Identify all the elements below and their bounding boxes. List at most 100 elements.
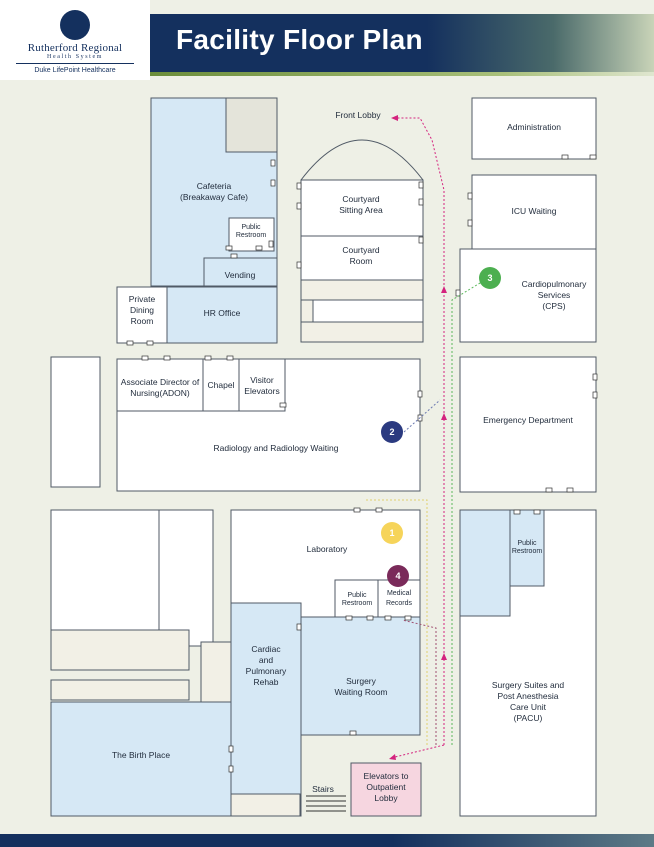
door: [467, 219, 473, 227]
room-label-public-restroom-lab: Public: [347, 592, 367, 599]
private-dining-room: [116, 286, 168, 344]
room-label-elevators-outpatient: Elevators to: [364, 771, 409, 781]
public-restroom-surgery-room: [509, 509, 545, 587]
room-label-public-restroom-lab: Restroom: [342, 600, 373, 607]
vending-room: [203, 257, 278, 287]
front-lobby-arc: [300, 139, 424, 181]
room-label-private-dining: Dining: [130, 305, 154, 315]
door: [255, 245, 263, 251]
west-strip-3: [200, 641, 232, 703]
room-label-cardiopulmonary: Cardiopulmonary: [522, 279, 587, 289]
cafeteria-kitchen: [225, 97, 278, 153]
route-to-front-lobby: [398, 117, 445, 745]
logo-line-2: Health System: [47, 54, 103, 60]
door: [230, 253, 238, 259]
room-label-visitor-elevators: Elevators: [244, 386, 279, 396]
door: [163, 355, 171, 361]
door: [296, 623, 302, 631]
room-label-elevators-outpatient: Lobby: [374, 793, 398, 803]
door: [225, 245, 233, 251]
room-label-radiology: Radiology and Radiology Waiting: [214, 443, 339, 453]
page-title: Facility Floor Plan: [176, 24, 423, 55]
arrow-head-icon: [441, 653, 447, 660]
door: [141, 355, 149, 361]
arrow-head-icon: [391, 115, 398, 121]
route-marker-1: [365, 499, 428, 745]
west-corridor-block: [50, 356, 101, 488]
door: [296, 261, 302, 269]
icu-waiting-room: [471, 174, 597, 250]
courtyard-strip-2: [300, 299, 314, 323]
logo-line-3: Duke LifePoint Healthcare: [34, 67, 116, 74]
room-label-emergency: Emergency Department: [483, 415, 573, 425]
administration-room: [471, 97, 597, 160]
marker-1-label: 1: [389, 528, 394, 538]
marker-3-label: 3: [487, 273, 492, 283]
room-label-hr-office: HR Office: [204, 308, 241, 318]
marker-4-circle[interactable]: [387, 565, 409, 587]
room-label-surgery-suites: Surgery Suites and: [492, 680, 565, 690]
door: [404, 615, 412, 621]
marker-1-circle[interactable]: [381, 522, 403, 544]
door: [270, 179, 276, 187]
door: [366, 615, 374, 621]
room-label-visitor-elevators: Visitor: [250, 375, 274, 385]
room-label-surgery-suites: Care Unit: [510, 702, 547, 712]
room-label-vending: Vending: [225, 270, 256, 280]
marker-2-label: 2: [389, 427, 394, 437]
marker-2-circle[interactable]: [381, 421, 403, 443]
door: [345, 615, 353, 621]
door: [467, 192, 473, 200]
door: [417, 390, 423, 398]
room-label-surgery-waiting: Surgery: [346, 676, 377, 686]
marker-3-circle[interactable]: [479, 267, 501, 289]
room-label-cardiopulmonary: Services: [538, 290, 571, 300]
marker-4-label: 4: [395, 571, 400, 581]
tree-logo-icon: [60, 10, 90, 40]
door: [228, 765, 234, 773]
door: [349, 730, 357, 736]
west-block-a: [50, 509, 160, 647]
room-label-icu-waiting: ICU Waiting: [511, 206, 556, 216]
visitor-elevators-room: [238, 358, 286, 412]
chapel-room: [202, 358, 240, 412]
arrow-head-icon: [441, 413, 447, 420]
door: [296, 182, 302, 190]
room-label-private-dining: Private: [129, 294, 156, 304]
surgery-east-blue: [459, 509, 511, 617]
markers-layer: 1 2 3 4: [381, 267, 501, 587]
door: [418, 181, 424, 189]
stairs-landing: [230, 793, 301, 817]
room-label-public-restroom-surgery: Public: [517, 540, 537, 547]
cardiac-rehab-room: [230, 602, 302, 817]
room-label-courtyard-room: Room: [350, 256, 373, 266]
door: [228, 745, 234, 753]
room-label-surgery-suites: (PACU): [514, 713, 543, 723]
door: [270, 159, 276, 167]
room-label-public-restroom-surgery: Restroom: [512, 548, 543, 555]
room-label-cardiac-rehab: and: [259, 655, 273, 665]
door: [592, 391, 598, 399]
arrow-head-icon: [441, 286, 447, 293]
room-label-cardiac-rehab: Pulmonary: [246, 666, 287, 676]
room-label-birth-place: The Birth Place: [112, 750, 170, 760]
room-label-cardiac-rehab: Rehab: [253, 677, 278, 687]
room-label-medical-records: Medical: [387, 590, 412, 597]
courtyard-strip-4: [300, 321, 424, 343]
room-label-surgery-suites: Post Anesthesia: [498, 691, 559, 701]
arrow-head-icon: [389, 754, 396, 760]
room-label-stairs: Stairs: [312, 784, 334, 794]
door: [533, 509, 541, 515]
door: [375, 507, 383, 513]
door: [561, 154, 569, 160]
room-label-adon: Associate Director of: [121, 377, 200, 387]
title-accent-stripe: [150, 72, 654, 76]
door: [513, 509, 521, 515]
elevators-outpatient-room: [350, 762, 422, 817]
cardiopulmonary-room: [459, 248, 597, 343]
room-label-public-restroom-cafe: Restroom: [236, 232, 267, 239]
room-label-administration: Administration: [507, 122, 561, 132]
door: [418, 198, 424, 206]
route-to-outpatient: [394, 744, 445, 758]
